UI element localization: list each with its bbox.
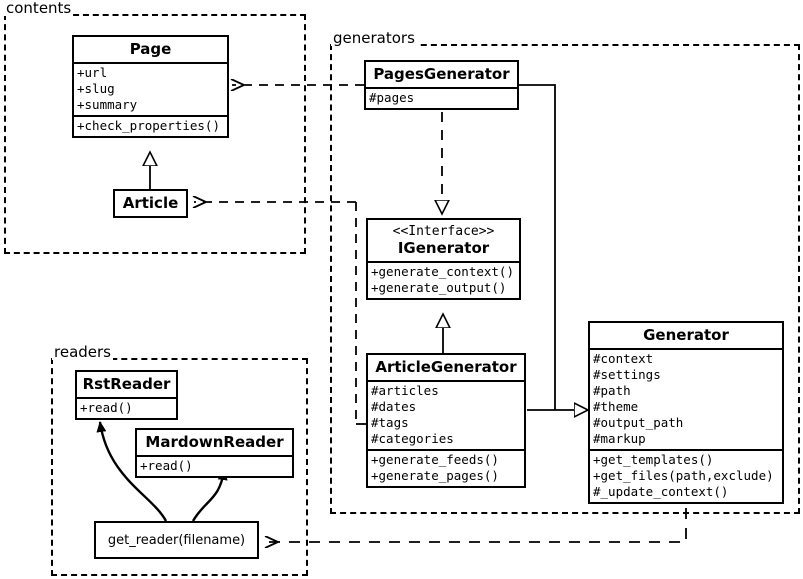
- class-pagesgenerator-title: PagesGenerator: [373, 65, 510, 83]
- method-row: +get_templates(): [593, 452, 714, 467]
- package-readers: [51, 358, 308, 576]
- class-article-title: Article: [122, 194, 179, 212]
- attribute-row: +summary: [77, 97, 138, 112]
- class-rstreader-methods: +read(): [77, 397, 176, 418]
- attribute-row: +url: [77, 65, 108, 80]
- function-get-reader-label: get_reader(filename): [107, 532, 246, 548]
- attribute-row: #categories: [371, 431, 454, 446]
- class-page-title: Page: [129, 40, 172, 58]
- class-pagesgenerator[interactable]: PagesGenerator #pages: [364, 60, 519, 110]
- attribute-row: #output_path: [593, 415, 684, 430]
- attribute-row: #tags: [371, 415, 409, 430]
- attribute-row: #path: [593, 383, 631, 398]
- class-articlegenerator-title: ArticleGenerator: [375, 358, 517, 376]
- class-markdownreader-methods: +read(): [137, 455, 292, 476]
- function-get-reader[interactable]: get_reader(filename): [94, 521, 259, 559]
- class-generator-title: Generator: [643, 326, 729, 344]
- class-generator-methods: +get_templates() +get_files(path,exclude…: [590, 449, 782, 502]
- class-generator-attributes: #context #settings #path #theme #output_…: [590, 348, 782, 449]
- attribute-row: #dates: [371, 399, 417, 414]
- attribute-row: #settings: [593, 367, 661, 382]
- package-generators-label: generators: [331, 29, 417, 47]
- class-pagesgenerator-attributes: #pages: [366, 87, 517, 108]
- method-row: +check_properties(): [77, 118, 220, 133]
- class-markdownreader-title: MardownReader: [145, 433, 284, 451]
- method-row: +generate_pages(): [371, 468, 499, 483]
- class-rstreader-title: RstReader: [82, 375, 171, 393]
- class-article[interactable]: Article: [113, 189, 188, 218]
- class-page[interactable]: Page +url +slug +summary +check_properti…: [72, 35, 229, 138]
- class-igenerator-name: IGenerator: [397, 239, 490, 257]
- package-contents-label: contents: [4, 0, 74, 17]
- class-igenerator-stereotype: <<Interface>>: [392, 224, 495, 239]
- class-markdownreader[interactable]: MardownReader +read(): [135, 428, 294, 478]
- attribute-row: #pages: [369, 90, 415, 105]
- class-articlegenerator-methods: +generate_feeds() +generate_pages(): [368, 449, 524, 486]
- attribute-row: #articles: [371, 383, 439, 398]
- class-igenerator[interactable]: <<Interface>> IGenerator +generate_conte…: [366, 218, 521, 300]
- class-generator[interactable]: Generator #context #settings #path #them…: [588, 321, 784, 504]
- package-readers-label: readers: [52, 343, 113, 361]
- class-igenerator-methods: +generate_context() +generate_output(): [368, 261, 519, 298]
- method-row: +get_files(path,exclude): [593, 468, 774, 483]
- attribute-row: #context: [593, 351, 654, 366]
- class-rstreader[interactable]: RstReader +read(): [75, 370, 178, 420]
- class-articlegenerator[interactable]: ArticleGenerator #articles #dates #tags …: [366, 353, 526, 488]
- class-articlegenerator-attributes: #articles #dates #tags #categories: [368, 380, 524, 449]
- attribute-row: #theme: [593, 399, 639, 414]
- method-row: +generate_context(): [371, 264, 514, 279]
- class-page-attributes: +url +slug +summary: [74, 62, 227, 115]
- attribute-row: +slug: [77, 81, 115, 96]
- attribute-row: #markup: [593, 431, 646, 446]
- method-row: +read(): [80, 400, 133, 415]
- method-row: +read(): [140, 458, 193, 473]
- method-row: +generate_feeds(): [371, 452, 499, 467]
- package-contents: [4, 14, 306, 254]
- method-row: #_update_context(): [593, 484, 729, 499]
- class-page-methods: +check_properties(): [74, 115, 227, 136]
- class-igenerator-title: <<Interface>> IGenerator: [368, 220, 519, 261]
- method-row: +generate_output(): [371, 280, 507, 295]
